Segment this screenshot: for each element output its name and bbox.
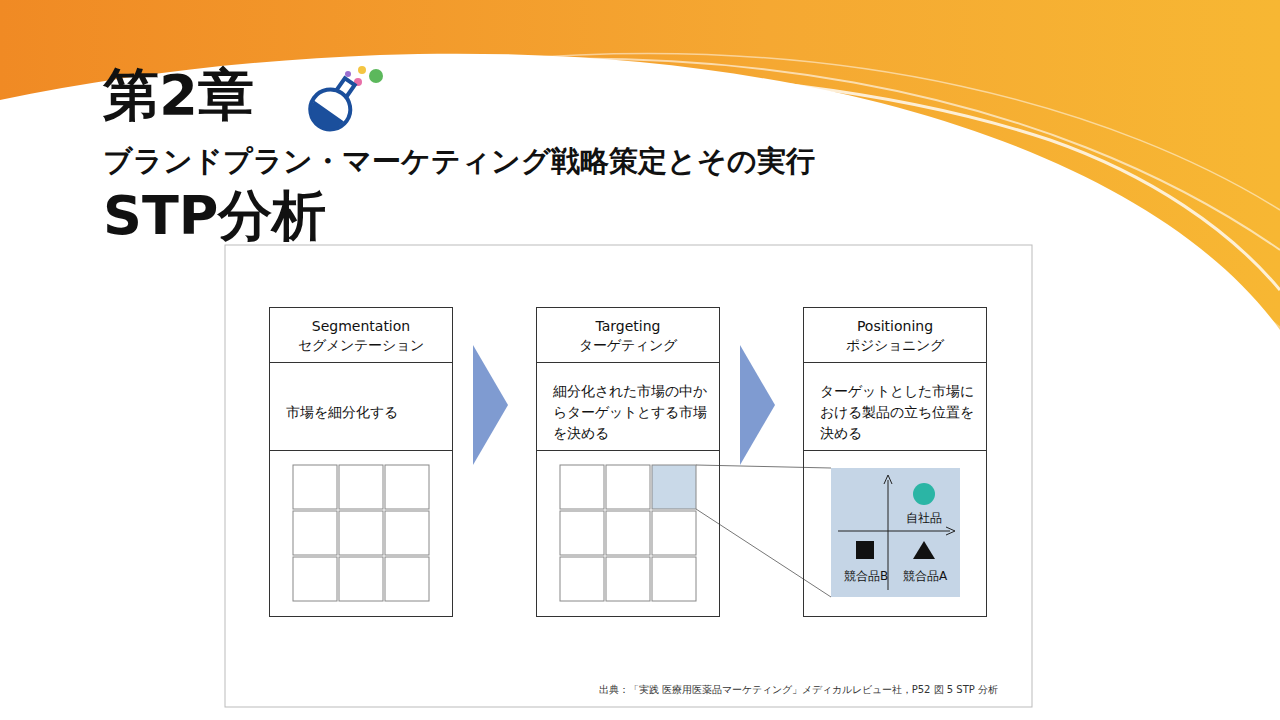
step-heading: Segmentation [270,317,452,336]
step-header: Segmentationセグメンテーション [270,308,452,363]
step-heading: ターゲティング [537,336,719,355]
competitor-label: 競合品B [844,568,888,585]
subtitle: ブランドプラン・マーケティング戦略策定とその実行 [103,142,815,180]
flask-icon [300,62,395,137]
step-heading: セグメンテーション [270,336,452,355]
stp-step-box: Positioningポジショニングターゲットとした市場における製品の立ち位置を… [803,307,987,617]
step-description: ターゲットとした市場における製品の立ち位置を決める [804,363,986,451]
step-heading: ポジショニング [804,336,986,355]
flow-arrow [473,345,508,465]
step-header: Positioningポジショニング [804,308,986,363]
slide-title: STP分析 [103,184,326,248]
product-label: 自社品 [906,510,942,527]
chapter-label: 第2章 [103,60,254,130]
step-heading: Positioning [804,317,986,336]
step-header: Targetingターゲティング [537,308,719,363]
competitor-label: 競合品A [903,568,947,585]
step-description: 市場を細分化する [270,363,452,451]
step-heading: Targeting [537,317,719,336]
flow-arrow [740,345,775,465]
step-description: 細分化された市場の中からターゲットとする市場を決める [537,363,719,451]
stp-step-box: Segmentationセグメンテーション市場を細分化する [269,307,453,617]
stp-step-box: Targetingターゲティング細分化された市場の中からターゲットとする市場を決… [536,307,720,617]
step-text: 市場を細分化する [286,402,398,423]
source-caption: 出典：「実践 医療用医薬品マーケティング」メディカルレビュー社，P52 図 5 … [599,683,999,697]
step-text: ターゲットとした市場における製品の立ち位置を決める [820,381,976,444]
step-text: 細分化された市場の中からターゲットとする市場を決める [553,381,709,444]
